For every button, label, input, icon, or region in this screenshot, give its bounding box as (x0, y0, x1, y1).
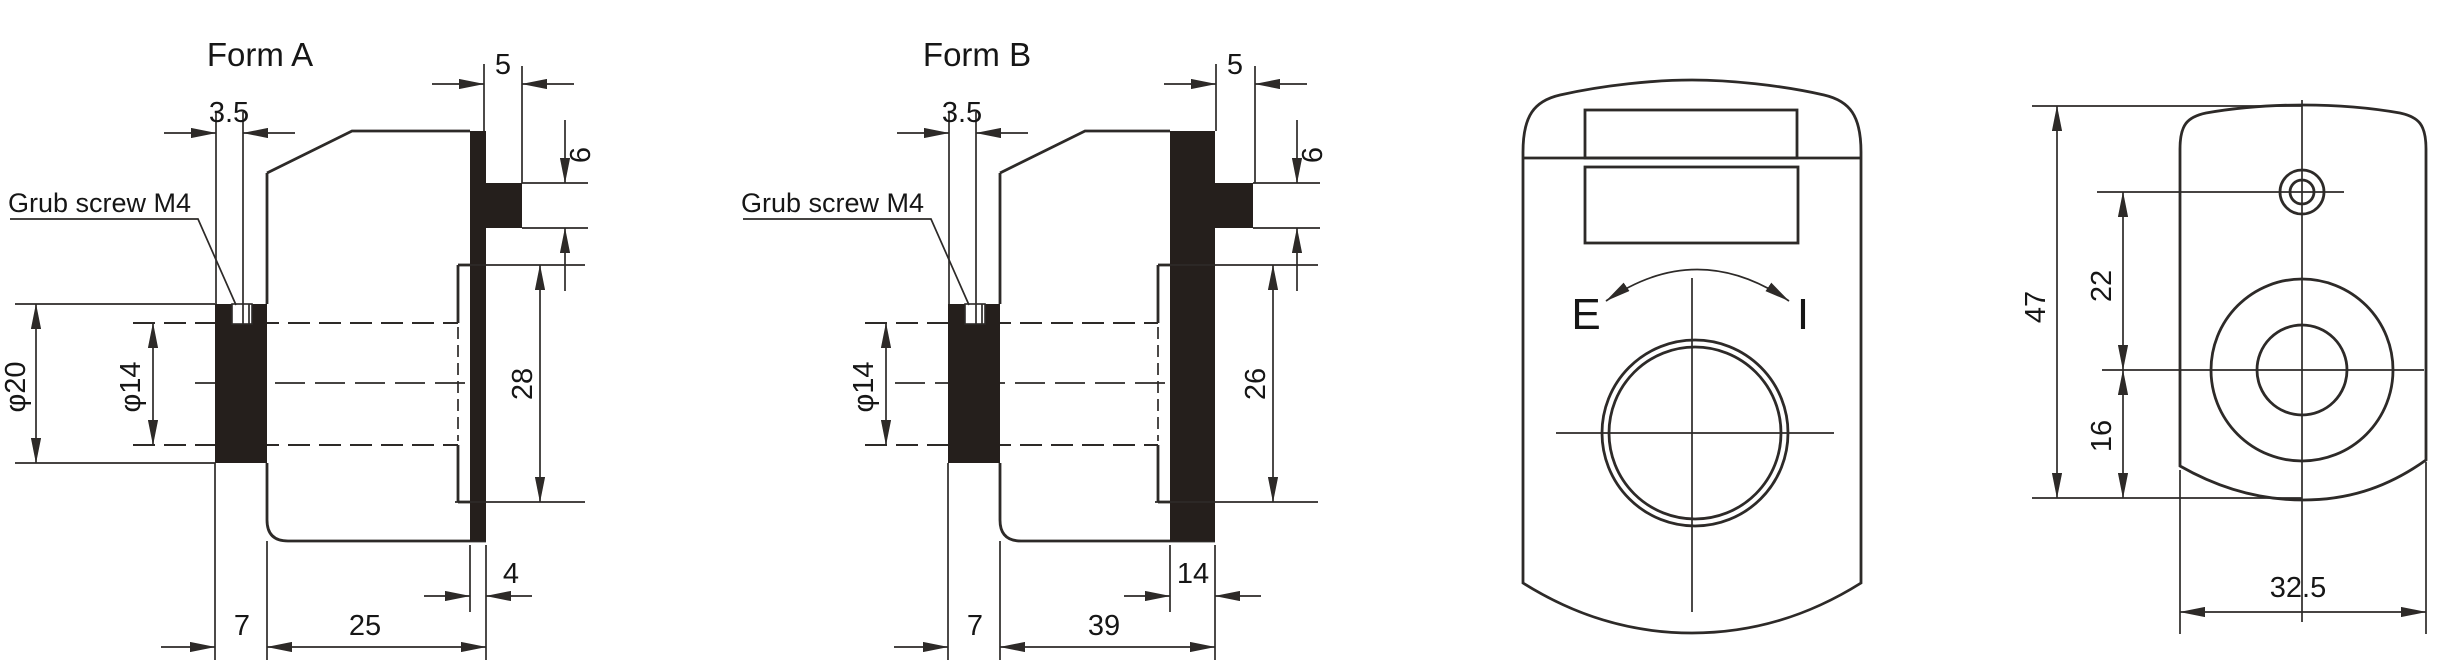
dim-flange-thickness: 4 (503, 558, 519, 590)
dim-shaft-outer: φ20 (0, 361, 32, 412)
dim-bore: φ14 (115, 361, 147, 412)
grub-screw-label: Grub screw M4 (741, 188, 924, 218)
display-window (1583, 165, 1800, 245)
dim-flange-square: 28 (507, 368, 539, 400)
rotation-arrow-icon (1605, 268, 1790, 302)
grub-screw-slot (964, 303, 986, 325)
dim-overall-height: 47 (2020, 291, 2052, 323)
flange-section (470, 131, 486, 541)
body-fillet (998, 519, 1022, 543)
dim-tab-width: 5 (495, 49, 511, 81)
dim-screw-slot: 3.5 (209, 97, 249, 129)
dim-hole-to-shaft: 22 (2086, 270, 2118, 302)
knob-inner-circle (1607, 345, 1783, 521)
dim-shaft-to-bottom: 16 (2086, 420, 2118, 452)
leader-line (743, 218, 970, 306)
form-a-title: Form A (207, 36, 313, 73)
flange-tab-section (486, 183, 522, 228)
flange-section (1170, 131, 1215, 541)
dim-flange-thickness: 14 (1177, 558, 1209, 590)
body-top-outline (999, 129, 1170, 175)
dim-body-length: 39 (1088, 610, 1120, 642)
dim-hub-length: 7 (967, 610, 983, 642)
dim-body-length: 25 (349, 610, 381, 642)
dim-tab-width: 5 (1227, 49, 1243, 81)
grub-screw-slot (231, 303, 253, 325)
dim-screw-slot: 3.5 (942, 97, 982, 129)
leader-line (10, 218, 237, 306)
dim-overall-width: 32.5 (2270, 572, 2326, 604)
dim-flange-square: 26 (1240, 368, 1272, 400)
rear-view: 47 22 16 32.5 (2020, 100, 2428, 634)
front-body-outline (1521, 78, 1863, 635)
top-window (1583, 108, 1799, 160)
knob-outer-circle (1600, 338, 1790, 528)
dim-tab-height: 6 (565, 147, 597, 163)
grub-screw-label: Grub screw M4 (8, 188, 191, 218)
flange-tab-section (1215, 183, 1253, 228)
dim-bore: φ14 (848, 361, 880, 412)
form-b-title: Form B (923, 36, 1031, 73)
form-b-view: Form B φ14 3.5 Grub screw M4 5 (741, 36, 1329, 660)
front-view: E I (1521, 78, 1863, 635)
clockwise-label: I (1797, 290, 1809, 339)
dim-tab-height: 6 (1297, 147, 1329, 163)
hub-section (948, 304, 1000, 463)
form-a-view: Form A φ20 φ14 3.5 Grub screw M4 (0, 36, 597, 660)
body-fillet (265, 519, 289, 543)
hub-section (215, 304, 267, 463)
body-top-outline (266, 129, 470, 175)
rear-body-outline (2178, 103, 2428, 502)
counterclockwise-label: E (1571, 290, 1600, 339)
dim-hub-length: 7 (234, 610, 250, 642)
